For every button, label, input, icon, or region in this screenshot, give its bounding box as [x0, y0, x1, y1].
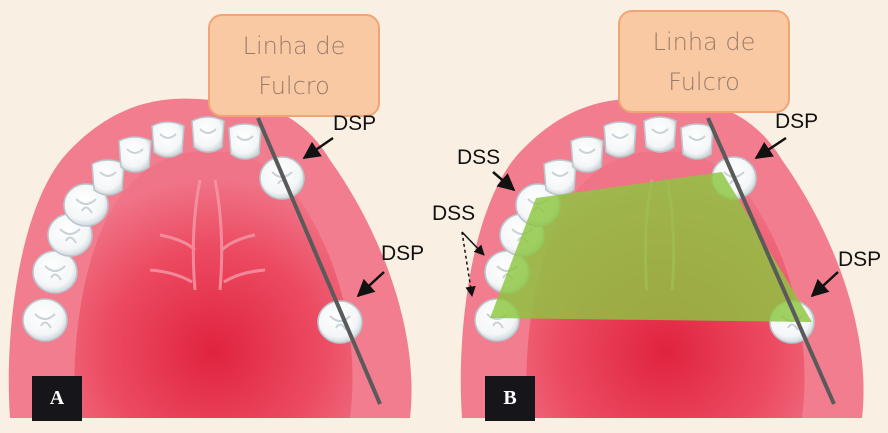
- panel-a: [9, 99, 412, 418]
- label-dsp-top-a: DSP: [333, 112, 376, 136]
- callout-line2: Fulcro: [668, 62, 740, 102]
- callout-line1: Linha de: [243, 26, 346, 66]
- callout-line1: Linha de: [653, 22, 756, 62]
- label-dss-side-b: DSS: [432, 202, 475, 226]
- fulcrum-line-callout-b: Linha de Fulcro: [618, 10, 790, 113]
- label-dss-top-b: DSS: [457, 146, 500, 170]
- label-dsp-top-b: DSP: [775, 110, 818, 134]
- panel-label-a: A: [32, 376, 82, 421]
- label-dsp-side-b: DSP: [838, 248, 881, 272]
- panel-label-b: B: [485, 376, 535, 421]
- panel-b: [461, 99, 864, 418]
- label-dsp-side-a: DSP: [381, 242, 424, 266]
- callout-line2: Fulcro: [258, 66, 330, 106]
- fulcrum-line-callout-a: Linha de Fulcro: [208, 14, 380, 117]
